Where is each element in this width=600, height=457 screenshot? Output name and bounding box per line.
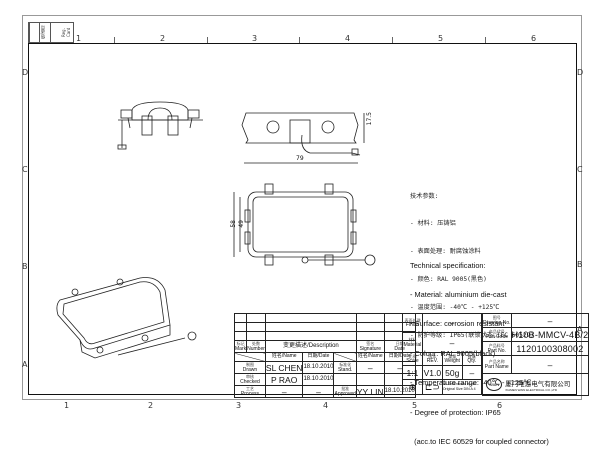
weight-value: 50g (441, 365, 463, 381)
stamp-label-1: 借/通用 (39, 23, 50, 42)
stand-name: – (355, 361, 385, 374)
spec-cn-line: - 颜色: RAL 9005(黑色) (410, 276, 487, 284)
zone-right-c: C (577, 165, 583, 174)
checked-date: 18.10.2010 (302, 373, 335, 386)
isometric-view-drawing (56, 277, 197, 359)
zone-left-d: D (22, 68, 29, 77)
zone-top-2: 2 (160, 34, 166, 43)
side-view-drawing (241, 112, 365, 164)
company-cell: WAIN 厦门唯恩电气有限公司 XIAMEN WAIN ELECTRICAL C… (481, 373, 590, 396)
zone-bottom-5: 5 (412, 401, 418, 410)
zone-top-4: 4 (345, 34, 351, 43)
spec-cn-line: - 温度范围: -40℃ - +125℃ (410, 304, 500, 312)
header-description: 变更描述/Description (264, 340, 357, 353)
zone-left-c: C (22, 165, 28, 174)
zone-right-b: B (577, 260, 583, 269)
zone-bottom-2: 2 (148, 401, 154, 410)
zone-bottom-1: 1 (64, 401, 70, 410)
zone-bottom-4: 4 (323, 401, 329, 410)
dim-top-outer: 58 (230, 220, 237, 228)
dimensions-note: All Dimensions in mm Original Size DIN A… (441, 379, 483, 395)
part-code-value: H10B-MMCV-4B/2 (510, 327, 590, 342)
part-no-value: 1120100308002 (510, 341, 590, 356)
qty-value: – (461, 365, 483, 381)
dim-top-inner: 49 (238, 220, 245, 228)
top-view-drawing (233, 183, 376, 266)
rev-value: V1.0 (421, 365, 443, 381)
company-name-cn: 厦门唯恩电气有限公司 (505, 380, 571, 388)
spec-en-line: (acc.to IEC 60529 for coupled connector) (410, 436, 549, 446)
zone-top-6: 6 (531, 34, 537, 43)
zone-left-a: A (22, 360, 28, 369)
dim-side-width: 79 (296, 155, 304, 162)
scale-value: 1:1 (402, 365, 423, 381)
front-view-drawing (117, 101, 203, 150)
drawn-name: SL CHEN (264, 361, 304, 374)
material-value: – (421, 332, 483, 354)
zone-bottom-3: 3 (236, 401, 242, 410)
process-date: – (302, 385, 335, 398)
spec-en-line: - Material: aluminium die-cast (410, 289, 507, 299)
revision-stamp: 借/通用 Reg. Card (28, 22, 74, 43)
finish-value: – (421, 312, 483, 334)
stamp-label-2: Reg. Card (61, 27, 71, 38)
name-header: 姓名/Name (264, 352, 304, 362)
part-name-value: – (510, 355, 590, 374)
spec-cn-title: 技术参数: (410, 192, 439, 200)
zone-top-5: 5 (438, 34, 444, 43)
outer-frame (22, 15, 582, 400)
name-header: 姓名/Name (355, 352, 385, 362)
date-header: 日期/Date (302, 352, 335, 362)
zone-left-b: B (22, 262, 28, 271)
process-name: – (264, 385, 304, 398)
zone-right-d: D (577, 68, 584, 77)
spec-en-line: - Degree of protection: IP65 (410, 407, 501, 417)
zone-top-3: 3 (252, 34, 258, 43)
zone-top-1: 1 (76, 34, 82, 43)
projection-symbol-icon: ⊕ (402, 379, 423, 395)
spec-cn-line: - 表面处理: 耐腐蚀涂料 (410, 248, 481, 256)
spec-en-title: Technical specification: (410, 260, 486, 270)
checked-name: P RAO (264, 373, 304, 386)
zone-bottom-6: 6 (497, 401, 503, 410)
spec-cn-line: - 材料: 压铸铝 (410, 220, 456, 228)
drawing-no-value: – (510, 313, 590, 328)
dim-side-height: 17.5 (366, 112, 373, 126)
cone-symbol-icon: ⊏⊃ (421, 379, 443, 395)
company-name-en: XIAMEN WAIN ELECTRICAL CO.,LTD (505, 387, 558, 392)
drawn-date: 18.10.2010 (302, 361, 335, 374)
approved-name: YY LIN (355, 385, 385, 398)
company-logo: WAIN (486, 378, 503, 391)
